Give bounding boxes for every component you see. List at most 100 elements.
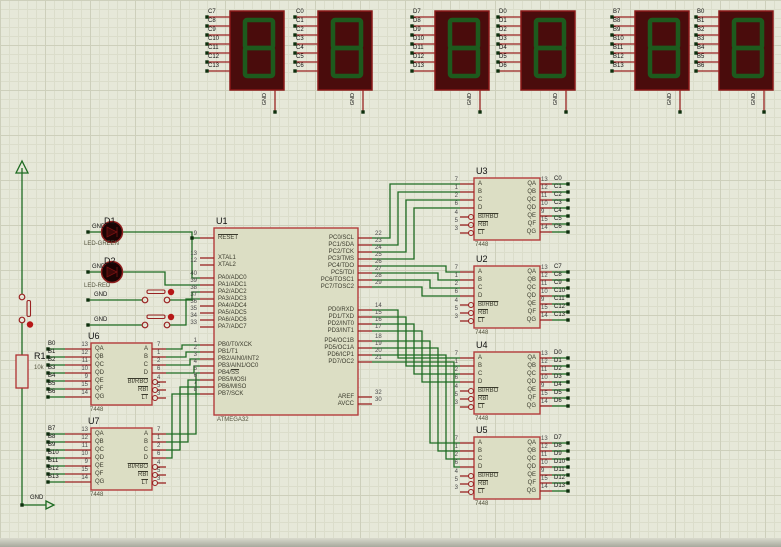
- junction-dot: [46, 387, 50, 391]
- decoder-u6[interactable]: [90, 342, 153, 406]
- junction-dot: [293, 24, 297, 28]
- junction-dot: [293, 33, 297, 37]
- junction-dot: [46, 464, 50, 468]
- junction-dot: [566, 206, 570, 210]
- inversion-bubble: [467, 317, 475, 325]
- resistor-r1[interactable]: [15, 354, 29, 389]
- junction-dot: [46, 395, 50, 399]
- segment-eight-bottom: [731, 45, 765, 79]
- mcu-u1[interactable]: [213, 227, 359, 416]
- inversion-bubble: [467, 221, 475, 229]
- junction-dot: [496, 33, 500, 37]
- junction-dot: [566, 489, 570, 493]
- junction-dot: [678, 110, 682, 114]
- wire[interactable]: [372, 354, 460, 460]
- wire[interactable]: [166, 365, 200, 374]
- junction-dot: [566, 441, 570, 445]
- inversion-bubble: [467, 395, 475, 403]
- rail-push-button-actuator: [26, 299, 32, 318]
- junction-dot: [496, 60, 500, 64]
- wire[interactable]: [123, 271, 200, 286]
- decoder-u4[interactable]: [473, 351, 541, 415]
- junction-dot: [20, 503, 24, 507]
- junction-dot: [410, 24, 414, 28]
- wire[interactable]: [166, 386, 200, 451]
- junction-dot: [566, 465, 570, 469]
- push-button-1[interactable]: [141, 296, 149, 304]
- junction-dot: [610, 15, 614, 19]
- wire[interactable]: [166, 358, 200, 366]
- junction-dot: [610, 51, 614, 55]
- junction-dot: [566, 198, 570, 202]
- wire[interactable]: [372, 361, 460, 468]
- wire[interactable]: [372, 207, 460, 260]
- bottom-window-strip: [0, 538, 781, 547]
- push-button-1[interactable]: [163, 296, 171, 304]
- junction-dot: [566, 278, 570, 282]
- inversion-bubble: [467, 472, 475, 480]
- wire[interactable]: [372, 183, 460, 239]
- wire[interactable]: [372, 191, 460, 246]
- junction-dot: [610, 60, 614, 64]
- inversion-bubble: [467, 488, 475, 496]
- junction-dot: [273, 110, 277, 114]
- wire[interactable]: [372, 323, 460, 375]
- wire[interactable]: [166, 393, 200, 459]
- junction-dot: [46, 456, 50, 460]
- decoder-u3[interactable]: [473, 177, 541, 241]
- junction-dot: [566, 396, 570, 400]
- wire[interactable]: [372, 265, 460, 273]
- junction-dot: [694, 24, 698, 28]
- junction-dot: [566, 318, 570, 322]
- wire[interactable]: [372, 199, 460, 253]
- decoder-u7[interactable]: [90, 427, 153, 491]
- inversion-bubble: [151, 463, 159, 471]
- junction-dot: [190, 236, 194, 240]
- junction-dot: [293, 42, 297, 46]
- wire[interactable]: [166, 379, 200, 443]
- wire[interactable]: [166, 351, 200, 358]
- junction-dot: [46, 480, 50, 484]
- segment-eight-bottom: [647, 45, 681, 79]
- rail-push-button[interactable]: [18, 316, 26, 324]
- junction-dot: [410, 51, 414, 55]
- wire[interactable]: [166, 344, 200, 350]
- wire[interactable]: [372, 330, 460, 383]
- wire[interactable]: [372, 347, 460, 452]
- push-button-actuator: [146, 314, 166, 320]
- junction-dot: [566, 230, 570, 234]
- push-button-2[interactable]: [163, 321, 171, 329]
- junction-dot: [566, 388, 570, 392]
- wire[interactable]: [166, 372, 200, 435]
- inversion-bubble: [467, 309, 475, 317]
- junction-dot: [694, 33, 698, 37]
- junction-dot: [86, 298, 90, 302]
- decoder-u2[interactable]: [473, 265, 541, 329]
- junction-dot: [566, 182, 570, 186]
- push-button-2[interactable]: [141, 321, 149, 329]
- junction-dot: [361, 110, 365, 114]
- junction-dot: [566, 190, 570, 194]
- wire[interactable]: [170, 298, 200, 326]
- junction-dot: [46, 440, 50, 444]
- junction-dot: [86, 270, 90, 274]
- junction-dot: [46, 347, 50, 351]
- wire[interactable]: [372, 286, 460, 297]
- junction-dot: [566, 457, 570, 461]
- inversion-bubble: [467, 403, 475, 411]
- junction-dot: [694, 15, 698, 19]
- junction-dot: [293, 60, 297, 64]
- rail-push-button[interactable]: [18, 293, 26, 301]
- decoder-u5[interactable]: [473, 436, 541, 500]
- wire[interactable]: [170, 291, 200, 301]
- wire[interactable]: [372, 340, 460, 444]
- junction-dot: [46, 432, 50, 436]
- wire[interactable]: [123, 231, 200, 279]
- wire[interactable]: [372, 279, 460, 289]
- junction-dot: [694, 42, 698, 46]
- push-button-cap: [167, 288, 175, 296]
- wire[interactable]: [372, 272, 460, 281]
- wire[interactable]: [372, 309, 460, 359]
